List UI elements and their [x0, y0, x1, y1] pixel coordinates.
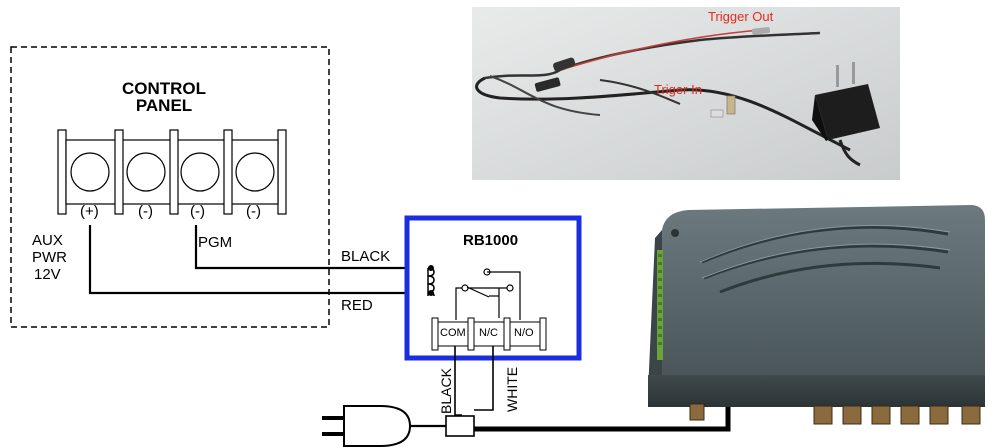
- relay-coil: [427, 265, 435, 297]
- terminal-label-1: (+): [80, 203, 99, 220]
- voltage-label: 12V: [34, 266, 61, 283]
- black-wire-label: BLACK: [341, 248, 391, 265]
- pwr-label: PWR: [32, 249, 67, 266]
- rb1000-title: RB1000: [463, 232, 519, 249]
- dvr-unit: [648, 205, 985, 425]
- terminal-label-3: (-): [190, 203, 205, 220]
- red-wire-label: RED: [341, 297, 373, 314]
- control-panel-box: [10, 46, 330, 328]
- white-vertical-label: WHITE: [504, 366, 520, 412]
- black-vertical-label: BLACK: [438, 368, 454, 414]
- pgm-label: PGM: [198, 234, 233, 251]
- relay-switch: [455, 268, 521, 320]
- terminal-block: [57, 129, 287, 215]
- relay-terminals: [431, 317, 547, 351]
- nc-terminal-label: N/C: [479, 327, 498, 339]
- panel-wires: [88, 225, 428, 295]
- screw-1: [70, 152, 110, 192]
- screw-4: [235, 152, 275, 192]
- no-terminal-label: N/O: [514, 327, 534, 339]
- aux-label: AUX: [32, 232, 63, 249]
- trigger-out-label: Trigger Out: [708, 9, 774, 24]
- screw-2: [126, 152, 166, 192]
- screw-3: [180, 152, 220, 192]
- relay-output-wires: [454, 346, 494, 416]
- trigger-in-label: Triger In: [654, 82, 702, 97]
- trigger-cable-photo: [472, 7, 900, 180]
- terminal-label-4: (-): [246, 203, 261, 220]
- terminal-label-2: (-): [138, 203, 153, 220]
- control-panel-title-line1: CONTROL: [121, 79, 207, 98]
- com-terminal-label: COM: [440, 327, 466, 339]
- control-panel-title-line2: PANEL: [135, 96, 193, 115]
- control-panel-title: CONTROL PANEL: [108, 80, 220, 114]
